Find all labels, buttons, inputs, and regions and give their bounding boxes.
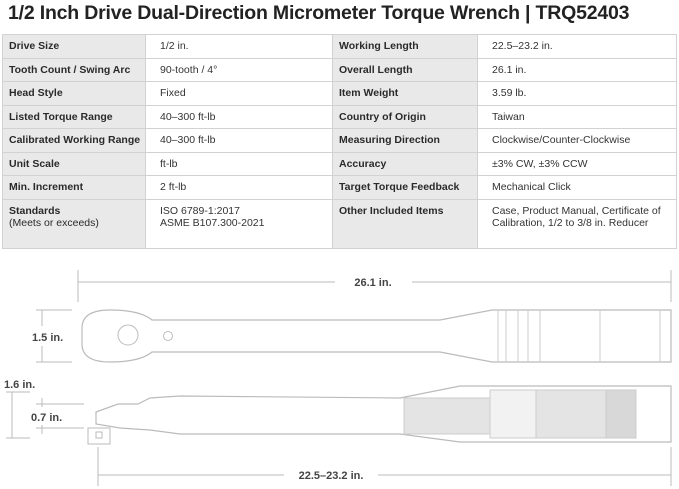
- wrench-side-view: [87, 385, 672, 445]
- spec-row: Min. Increment 2 ft-lb Target Torque Fee…: [2, 175, 677, 200]
- spec-label: Overall Length: [332, 57, 478, 82]
- head-height-label: 1.6 in.: [4, 379, 35, 391]
- spec-value: 26.1 in.: [477, 57, 677, 82]
- spec-value: 22.5–23.2 in.: [477, 34, 677, 59]
- spec-value: 90-tooth / 4°: [145, 57, 333, 82]
- spec-value: 3.59 lb.: [477, 81, 677, 106]
- included-items-line1: Case, Product Manual, Certificate of: [492, 204, 661, 217]
- drive-height-dimension: [36, 398, 84, 434]
- spec-label: Country of Origin: [332, 104, 478, 129]
- spec-value: 1/2 in.: [145, 34, 333, 59]
- drive-height-label: 0.7 in.: [31, 412, 62, 424]
- spec-label: Accuracy: [332, 151, 478, 176]
- head-height-dimension: [6, 391, 30, 439]
- spec-label: Working Length: [332, 34, 478, 59]
- spec-label: Drive Size: [2, 34, 146, 59]
- spec-value: ISO 6789-1:2017 ASME B107.300-2021: [145, 198, 333, 249]
- wrench-top-view: [81, 309, 672, 363]
- overall-length-dimension: [77, 270, 672, 302]
- spec-value: 40–300 ft-lb: [145, 128, 333, 153]
- spec-value: ft-lb: [145, 151, 333, 176]
- spec-table: Drive Size 1/2 in. Working Length 22.5–2…: [2, 34, 677, 249]
- page-title: 1/2 Inch Drive Dual-Direction Micrometer…: [8, 2, 630, 24]
- spec-label: Other Included Items: [332, 198, 478, 249]
- spec-label: Item Weight: [332, 81, 478, 106]
- spec-label: Measuring Direction: [332, 128, 478, 153]
- spec-row: Listed Torque Range 40–300 ft-lb Country…: [2, 104, 677, 129]
- spec-row: Unit Scale ft-lb Accuracy ±3% CW, ±3% CC…: [2, 151, 677, 176]
- spec-value: ±3% CW, ±3% CCW: [477, 151, 677, 176]
- spec-value: Case, Product Manual, Certificate of Cal…: [477, 198, 677, 249]
- standards-value-line1: ISO 6789-1:2017: [160, 204, 240, 217]
- spec-value: 2 ft-lb: [145, 175, 333, 200]
- spec-row: Calibrated Working Range 40–300 ft-lb Me…: [2, 128, 677, 153]
- wrench-dimension-diagram: 26.1 in. 1.5 in. 1.6 in.: [4, 270, 672, 486]
- spec-label: Calibrated Working Range: [2, 128, 146, 153]
- spec-label: Tooth Count / Swing Arc: [2, 57, 146, 82]
- included-items-line2: Calibration, 1/2 to 3/8 in. Reducer: [492, 216, 649, 229]
- spec-row-standards: Standards (Meets or exceeds) ISO 6789-1:…: [2, 198, 677, 249]
- spec-label: Unit Scale: [2, 151, 146, 176]
- standards-value-line2: ASME B107.300-2021: [160, 216, 265, 229]
- spec-label: Standards (Meets or exceeds): [2, 198, 146, 249]
- working-length-label: 22.5–23.2 in.: [299, 470, 364, 482]
- standards-label: Standards: [9, 204, 61, 217]
- spec-label: Min. Increment: [2, 175, 146, 200]
- head-width-label: 1.5 in.: [32, 332, 63, 344]
- head-width-dimension: [36, 309, 72, 363]
- spec-value: 40–300 ft-lb: [145, 104, 333, 129]
- spec-label: Head Style: [2, 81, 146, 106]
- spec-value: Taiwan: [477, 104, 677, 129]
- spec-value: Clockwise/Counter-Clockwise: [477, 128, 677, 153]
- spec-value: Mechanical Click: [477, 175, 677, 200]
- spec-value: Fixed: [145, 81, 333, 106]
- spec-row: Head Style Fixed Item Weight 3.59 lb.: [2, 81, 677, 106]
- spec-label: Listed Torque Range: [2, 104, 146, 129]
- standards-sublabel: (Meets or exceeds): [9, 216, 99, 229]
- overall-length-label: 26.1 in.: [354, 277, 391, 289]
- working-length-dimension: [97, 447, 672, 486]
- spec-label: Target Torque Feedback: [332, 175, 478, 200]
- spec-row: Tooth Count / Swing Arc 90-tooth / 4° Ov…: [2, 57, 677, 82]
- spec-row: Drive Size 1/2 in. Working Length 22.5–2…: [2, 34, 677, 59]
